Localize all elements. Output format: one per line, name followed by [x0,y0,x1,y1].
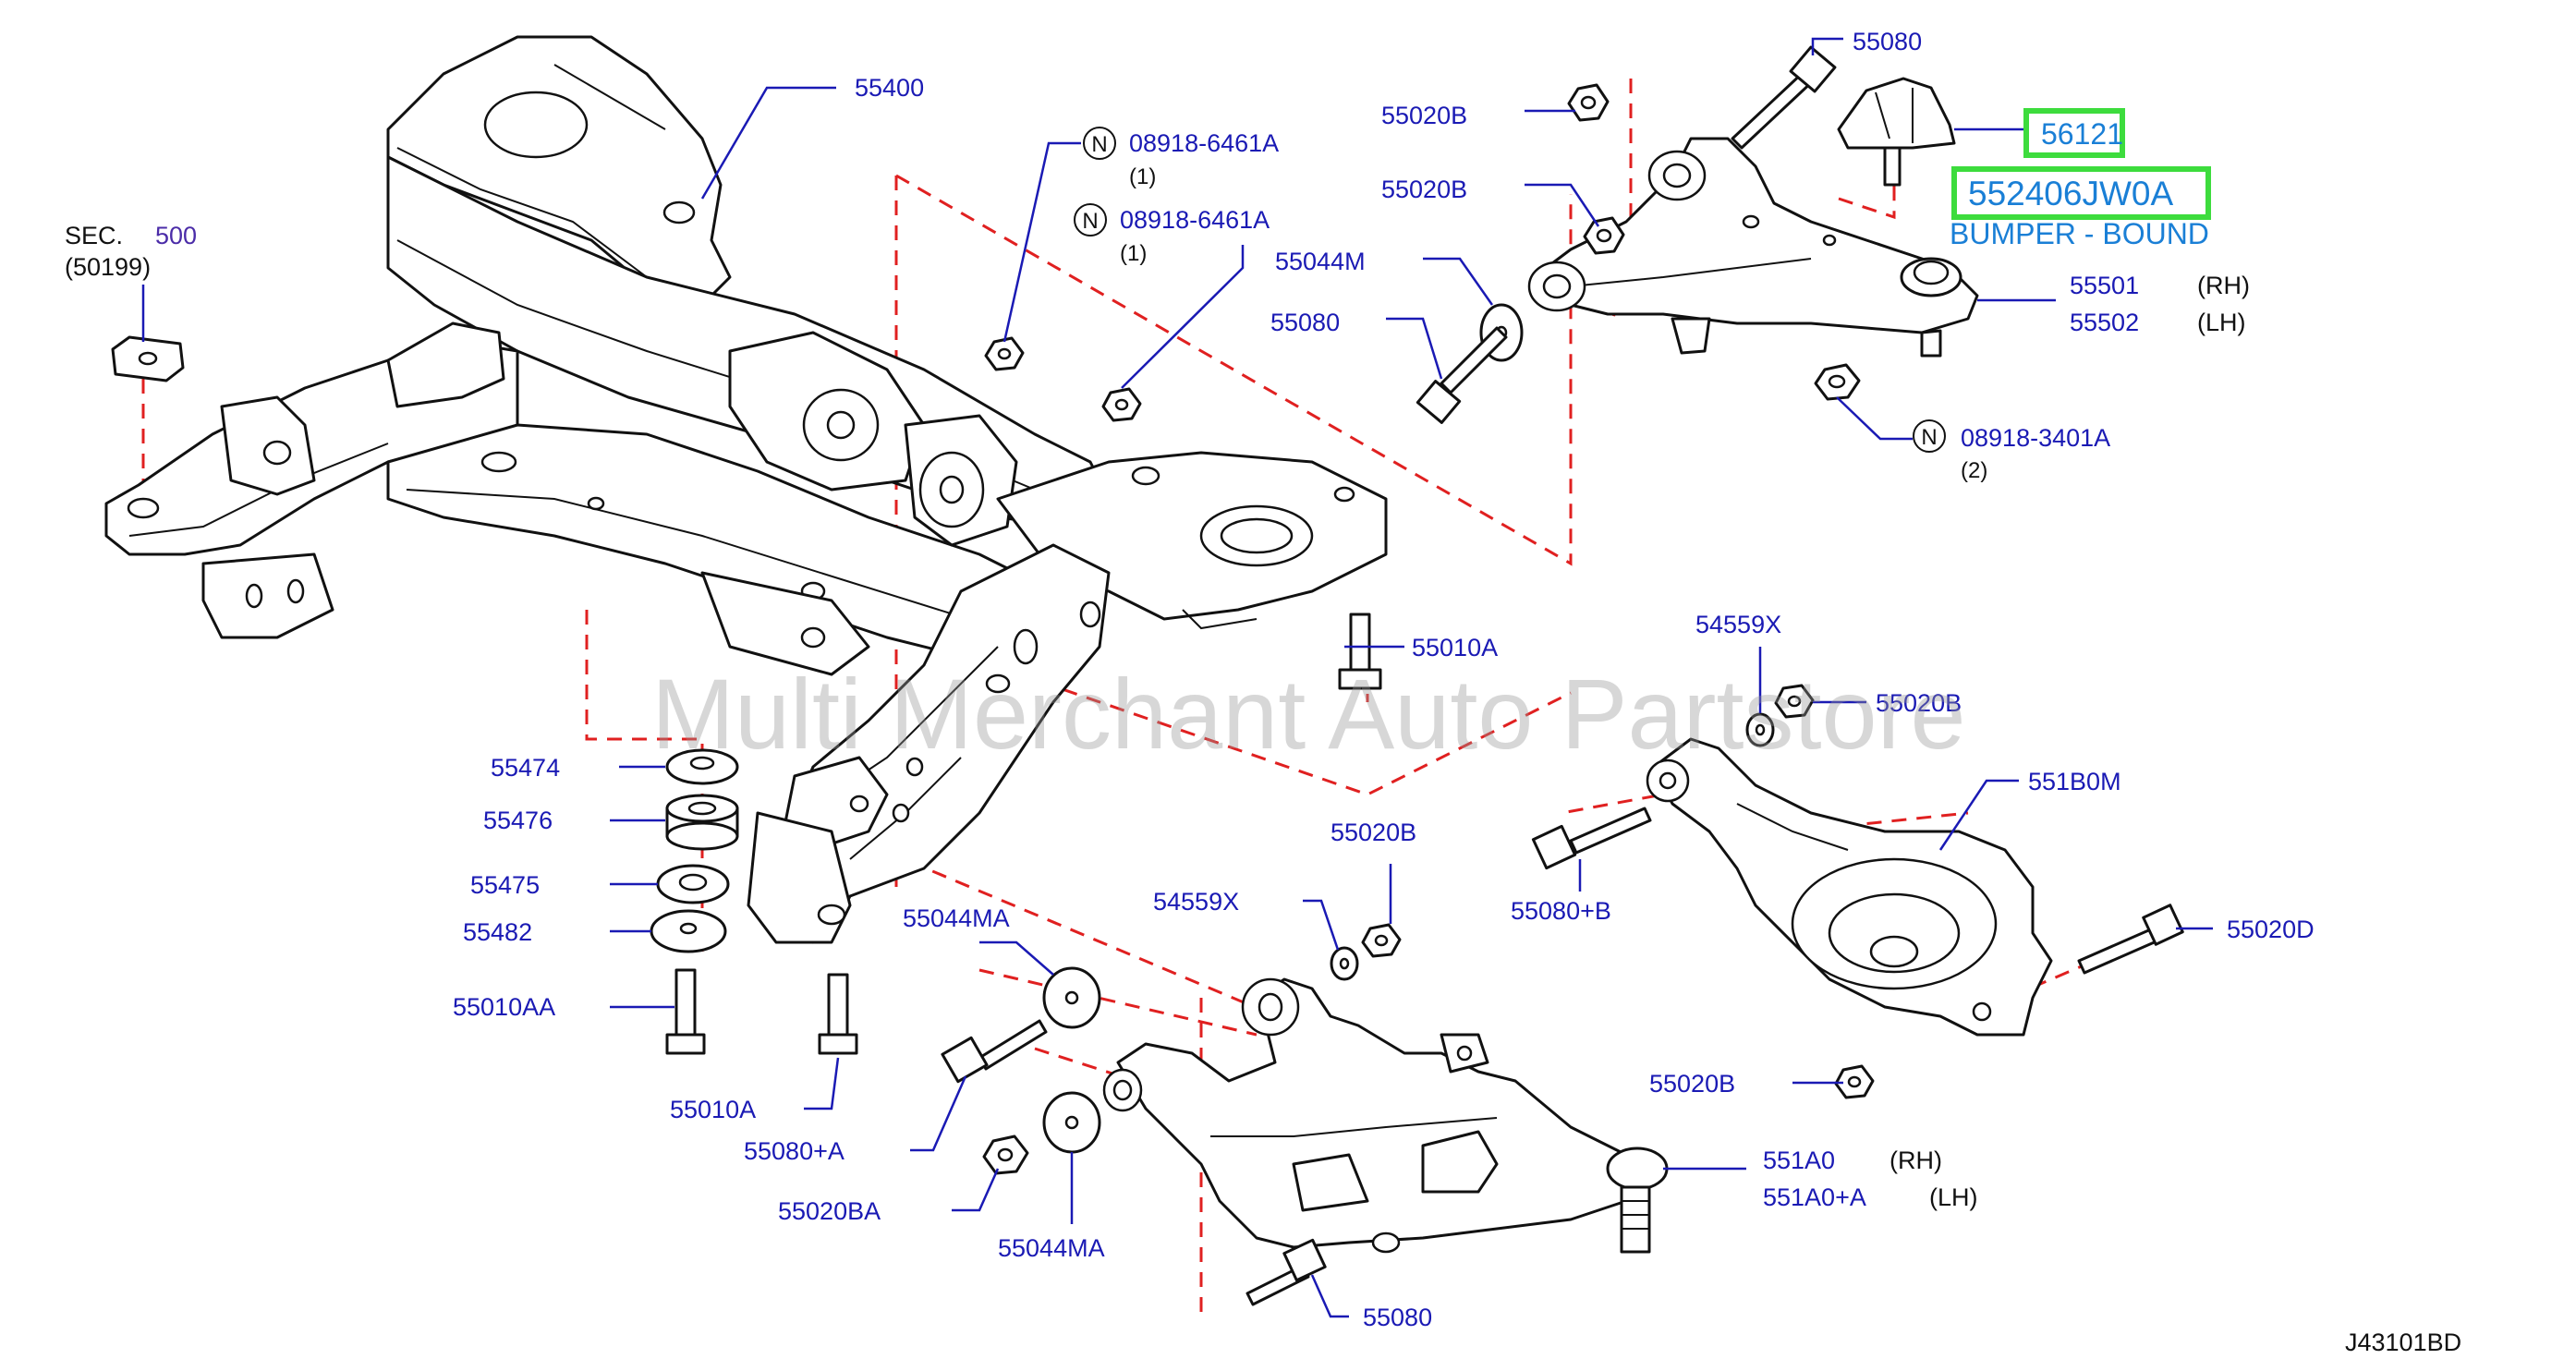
label-55020D[interactable]: 55020D [2227,916,2315,943]
nut-55020B-a[interactable] [1567,83,1610,122]
nut-55020B-c[interactable] [1774,684,1815,719]
leader-lines [141,37,2213,1318]
label-551A0A[interactable]: 551A0+A [1763,1183,1866,1211]
n-mark-text: N [1921,425,1937,450]
label-55044MA-top[interactable]: 55044MA [903,904,1010,932]
washer-55482[interactable] [650,909,727,953]
n-mark-2: N [1074,203,1107,237]
label-54559X-top[interactable]: 54559X [1695,611,1781,638]
label-55020B-a[interactable]: 55020B [1381,102,1467,129]
bolt-55080-left[interactable] [1416,326,1508,424]
bumper-bound-56121[interactable] [1837,77,1956,187]
label-55474[interactable]: 55474 [491,754,560,782]
section-sub: (50199) [65,253,151,281]
highlight-box-552406JW0A [1951,166,2211,220]
label-55080A[interactable]: 55080+A [744,1137,844,1165]
washer-55044MA-bot[interactable] [1042,1091,1101,1154]
section-number[interactable]: 500 [155,222,197,249]
labels: 55400 SEC. 500 (50199) 08918-6461A (1) 0… [65,28,2461,1356]
lower-arm-551B0M[interactable] [1646,737,2053,1037]
label-55080-left[interactable]: 55080 [1270,309,1340,336]
label-55020BA[interactable]: 55020BA [778,1197,881,1225]
label-08918-6461A-b[interactable]: 08918-6461A [1120,206,1270,234]
watermark: Multi Merchant Auto Partstore [651,658,1966,770]
bushing-55474[interactable] [665,748,739,785]
bracket-50199[interactable] [111,335,185,382]
bolt-55020D[interactable] [2077,904,2184,975]
label-552406JW0A[interactable]: 552406JW0A [1968,175,2173,212]
lower-arm-551A0[interactable] [1102,977,1646,1254]
label-55502[interactable]: 55502 [2070,309,2139,336]
nut-08918-3401A[interactable] [1814,363,1861,401]
n-mark-text: N [1082,209,1098,234]
label-rh2: (RH) [1889,1147,1942,1174]
label-55400[interactable]: 55400 [855,74,924,102]
bolt-55010AA[interactable] [665,968,706,1055]
label-55044M[interactable]: 55044M [1275,248,1366,275]
ball-joint-551A0[interactable] [1606,1147,1669,1254]
bolt-55080B[interactable] [1531,807,1652,870]
label-qty-a: (1) [1129,164,1156,189]
bolt-55010A-bot[interactable] [818,973,858,1055]
label-55080-bot[interactable]: 55080 [1363,1304,1432,1331]
nut-55020B-b[interactable] [1583,216,1625,255]
label-55501[interactable]: 55501 [2070,272,2139,299]
label-55020B-e[interactable]: 55020B [1649,1070,1735,1098]
label-08918-3401A[interactable]: 08918-3401A [1961,424,2110,452]
label-55020B-c[interactable]: 55020B [1876,689,1962,717]
bolt-55080A[interactable] [941,1019,1048,1084]
bushing-55476[interactable] [665,794,739,851]
nut-55020BA[interactable] [982,1134,1029,1175]
label-54559X-bot[interactable]: 54559X [1153,888,1239,916]
diagram-code: J43101BD [2345,1329,2461,1356]
label-551B0M[interactable]: 551B0M [2028,768,2121,795]
subframe-55400[interactable] [104,35,1388,944]
washer-54559X-top[interactable] [1745,712,1775,747]
label-55010A-top[interactable]: 55010A [1412,634,1498,661]
label-55010AA[interactable]: 55010AA [453,993,555,1021]
n-mark-1: N [1083,127,1116,160]
label-55020B-d[interactable]: 55020B [1331,819,1416,846]
label-lh: (LH) [2197,309,2246,336]
label-55476[interactable]: 55476 [483,807,553,834]
label-55080B[interactable]: 55080+B [1511,897,1611,925]
washer-55475[interactable] [656,864,730,904]
highlight-box-56121 [2023,108,2125,158]
label-qty-b: (1) [1120,241,1147,266]
section-prefix: SEC. [65,222,123,249]
label-55044MA-bot[interactable]: 55044MA [998,1234,1105,1262]
nut-08918-6461A-a[interactable] [984,336,1025,371]
label-551A0[interactable]: 551A0 [1763,1147,1835,1174]
label-55080-top[interactable]: 55080 [1853,28,1922,55]
nut-55020B-d[interactable] [1361,923,1402,958]
washer-55044MA-top[interactable] [1042,966,1101,1029]
bolt-55080-top[interactable] [1731,45,1837,150]
bolt-55080-bot[interactable] [1245,1238,1327,1306]
label-55475[interactable]: 55475 [470,871,540,899]
bolt-55010A-top[interactable] [1338,613,1382,690]
label-56121[interactable]: 56121 [2041,117,2123,151]
n-mark-text: N [1091,132,1107,157]
washer-54559X-bot[interactable] [1330,946,1359,981]
label-lh2: (LH) [1929,1183,1978,1211]
n-mark-3: N [1913,419,1946,453]
label-55482[interactable]: 55482 [463,918,532,946]
label-rh: (RH) [2197,272,2250,299]
label-08918-6461A-a[interactable]: 08918-6461A [1129,129,1279,157]
upper-link-55501[interactable] [1527,137,1979,358]
label-bumper-bound: BUMPER - BOUND [1950,217,2209,250]
label-qty-c: (2) [1961,458,1987,483]
label-55020B-b[interactable]: 55020B [1381,176,1467,203]
nut-08918-6461A-b[interactable] [1101,387,1142,422]
label-55010A-bot[interactable]: 55010A [670,1096,756,1123]
